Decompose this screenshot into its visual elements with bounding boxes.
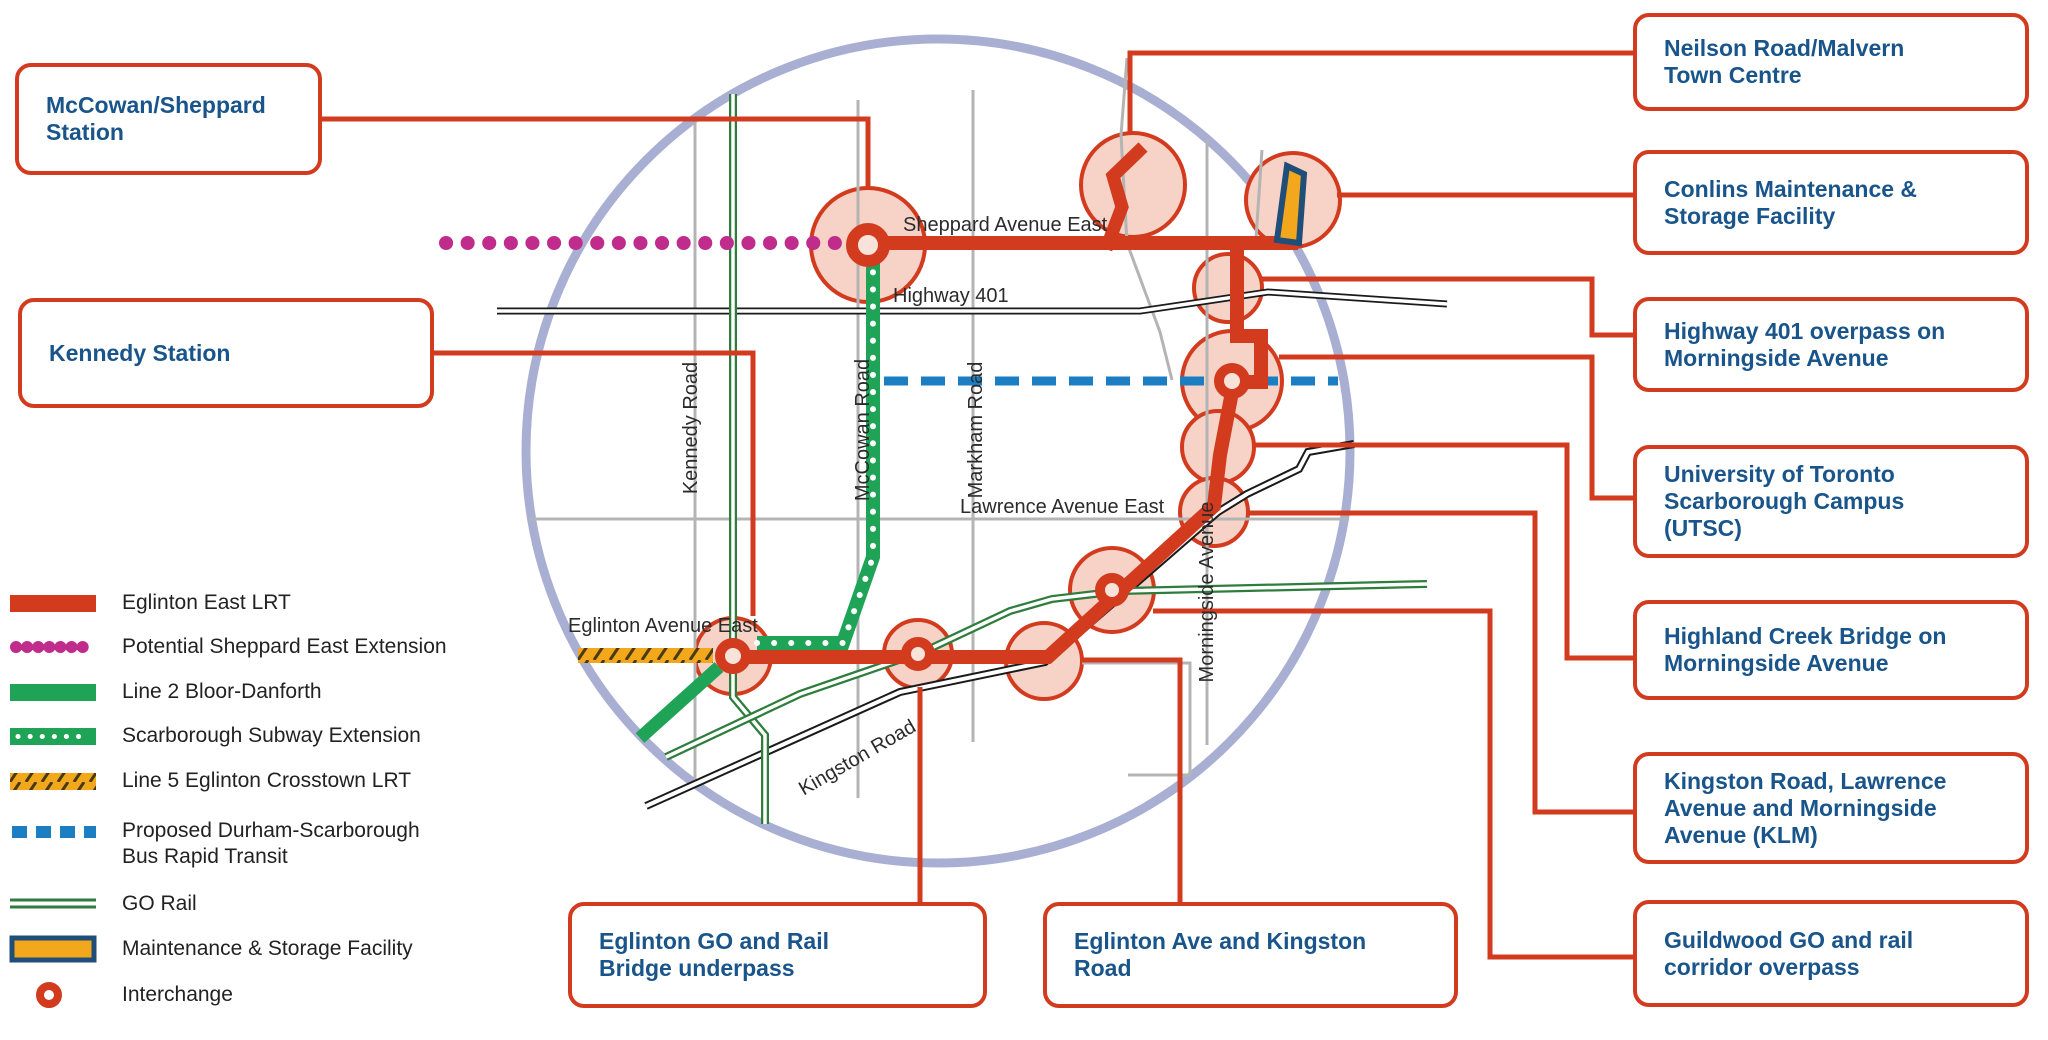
legend-label: GO Rail <box>122 892 197 915</box>
callout-line: Bridge underpass <box>599 955 795 981</box>
legend-swatch-line5 <box>10 773 96 790</box>
label-eglinton-avenue-east: Eglinton Avenue East <box>568 615 758 637</box>
callout-line: Avenue and Morningside <box>1664 794 1937 821</box>
label-sheppard-avenue-east: Sheppard Avenue East <box>903 214 1108 236</box>
callout-line: Scarborough Campus <box>1664 488 1905 514</box>
legend-item-sheppard-east-extension: Potential Sheppard East Extension <box>8 633 447 661</box>
interchange-icon-eglinton-go <box>901 637 935 671</box>
callout-kennedy-station: Kennedy Station <box>18 298 434 408</box>
callout-line: Kingston Road, Lawrence <box>1664 767 1947 794</box>
legend-swatch-msf <box>9 935 97 963</box>
leader-neilson <box>1127 50 1633 135</box>
callout-line: (UTSC) <box>1664 515 1742 541</box>
callout-line: Morningside Avenue <box>1664 650 1889 676</box>
legend-swatch-durham-scarborough-brt <box>12 826 96 838</box>
legend-swatch-interchange <box>36 982 62 1008</box>
callout-leader-lines <box>322 50 1633 960</box>
line5-crosstown-segment <box>578 648 713 663</box>
legend-item-msf: Maintenance & Storage Facility <box>8 935 413 963</box>
callout-line: University of Toronto <box>1664 461 1895 487</box>
callout-guildwood-go: Guildwood GO and rail corridor overpass <box>1633 900 2029 1007</box>
line2-bloor-danforth-segment <box>635 662 724 743</box>
callout-klm: Kingston Road, Lawrence Avenue and Morni… <box>1633 752 2029 864</box>
leader-mccowan-sheppard <box>322 116 871 188</box>
legend-label: Line 5 Eglinton Crosstown LRT <box>122 769 412 792</box>
callout-highland-creek-bridge: Highland Creek Bridge on Morningside Ave… <box>1633 600 2029 700</box>
leader-highland <box>1253 442 1633 661</box>
legend-label: Interchange <box>122 983 233 1006</box>
callout-line: Storage Facility <box>1664 202 1836 229</box>
legend-label-line: Bus Rapid Transit <box>122 845 288 868</box>
kingston-road-road <box>644 440 1355 810</box>
callout-line: Town Centre <box>1664 62 1802 88</box>
legend-label: Eglinton East LRT <box>122 591 291 614</box>
study-area-circle <box>521 34 1355 868</box>
callout-utsc: University of Toronto Scarborough Campus… <box>1633 445 2029 558</box>
callout-line: Kennedy Station <box>49 339 231 366</box>
callout-line: McCowan/Sheppard <box>46 92 266 118</box>
legend-item-line2: Line 2 Bloor-Danforth <box>8 678 322 706</box>
callout-line: Conlins Maintenance & <box>1664 175 1918 202</box>
leader-eglinton-kingston <box>1081 657 1183 902</box>
label-highway-401: Highway 401 <box>893 285 1009 307</box>
halo-hwy401-overpass <box>1192 252 1264 324</box>
neilson-branch-segment <box>1099 142 1148 252</box>
scarborough-subway-extension-line <box>754 259 880 650</box>
legend-label: Scarborough Subway Extension <box>122 724 421 747</box>
label-morningside-avenue: Morningside Avenue <box>1196 502 1218 683</box>
callout-line: Road <box>1074 955 1132 981</box>
legend-label: Line 2 Bloor-Danforth <box>122 680 322 703</box>
leader-klm <box>1247 510 1633 815</box>
callout-line: Eglinton GO and Rail <box>599 928 829 954</box>
legend-item-eglinton-east-lrt: Eglinton East LRT <box>8 589 291 617</box>
interchange-icon-kennedy <box>715 638 751 674</box>
legend-label: Proposed Durham-Scarborough Bus Rapid Tr… <box>122 818 420 870</box>
callout-conlins-msf: Conlins Maintenance & Storage Facility <box>1633 150 2029 255</box>
callout-mccowan-sheppard-station: McCowan/Sheppard Station <box>15 63 322 175</box>
label-lawrence-avenue-east: Lawrence Avenue East <box>960 496 1165 518</box>
callout-line: Highland Creek Bridge on <box>1664 623 1947 649</box>
leader-utsc <box>1279 354 1633 501</box>
callout-line: Eglinton Ave and Kingston <box>1074 928 1367 954</box>
legend-swatch-go-rail <box>10 898 96 909</box>
interchange-icon-mccowan-sheppard <box>846 223 890 267</box>
callout-eglinton-go-underpass: Eglinton GO and Rail Bridge underpass <box>568 902 987 1008</box>
leader-guildwood <box>1153 608 1633 960</box>
callout-neilson-malvern: Neilson Road/Malvern Town Centre <box>1633 13 2029 111</box>
interchange-icon-utsc-brt <box>1214 363 1250 399</box>
legend-item-go-rail: GO Rail <box>8 890 197 918</box>
leader-hwy401 <box>1262 276 1633 338</box>
label-markham-road: Markham Road <box>965 362 987 499</box>
callout-line: Avenue (KLM) <box>1664 821 1818 848</box>
highway-401-road <box>497 288 1448 315</box>
legend-label: Potential Sheppard East Extension <box>122 635 447 658</box>
legend-item-interchange: Interchange <box>8 981 233 1009</box>
label-mccowan-road: McCowan Road <box>852 359 874 501</box>
callout-line: Guildwood GO and rail <box>1664 926 1914 953</box>
legend-label-line: Proposed Durham-Scarborough <box>122 819 420 842</box>
legend-label: Maintenance & Storage Facility <box>122 937 413 960</box>
interchange-icons <box>715 223 1250 674</box>
callout-line: Neilson Road/Malvern <box>1664 35 1905 61</box>
legend-swatch-sheppard-east-extension <box>10 641 99 653</box>
callout-hwy401-overpass: Highway 401 overpass on Morningside Aven… <box>1633 297 2029 392</box>
callout-eglinton-ave-kingston-road: Eglinton Ave and Kingston Road <box>1043 902 1458 1008</box>
legend-item-line5: Line 5 Eglinton Crosstown LRT <box>8 767 411 795</box>
label-kennedy-road: Kennedy Road <box>680 362 702 494</box>
legend-item-durham-scarborough-brt: Proposed Durham-Scarborough Bus Rapid Tr… <box>8 818 420 870</box>
legend-swatch-scarborough-subway-extension <box>10 728 96 745</box>
legend-swatch-line2 <box>10 684 96 701</box>
interchange-icon-guildwood-go <box>1095 573 1129 607</box>
callout-line: Morningside Avenue <box>1664 344 1889 371</box>
callout-line: Highway 401 overpass on <box>1664 317 1946 344</box>
legend-swatch-eglinton-east-lrt <box>10 595 96 612</box>
callout-line: corridor overpass <box>1664 953 1860 980</box>
maintenance-storage-facility-icon <box>1273 161 1308 247</box>
legend-item-scarborough-subway-extension: Scarborough Subway Extension <box>8 722 421 750</box>
leader-kennedy <box>434 350 756 616</box>
callout-line: Station <box>46 119 124 145</box>
